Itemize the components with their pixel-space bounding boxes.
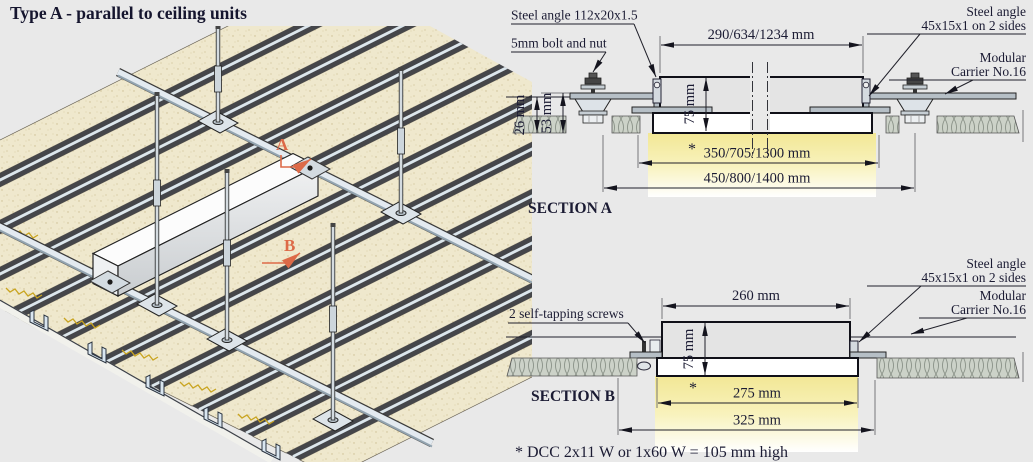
section-b-caption: SECTION B — [531, 388, 615, 405]
nut — [582, 114, 604, 124]
section-a-view: 290/634/1234 mm 75 mm 26 mm 53 mm * 350/… — [506, 4, 1026, 217]
carrier-rail-lower — [0, 217, 435, 448]
modular-carrier-hat-right — [896, 98, 934, 113]
dim-inner-width-b: 275 mm — [733, 386, 782, 402]
section-a-caption: SECTION A — [528, 200, 613, 217]
bolt-tip — [910, 72, 920, 79]
hanger-rod — [205, 169, 249, 352]
steel-angle-45-clip-left — [652, 78, 662, 104]
steel-angle-112-plate-right — [861, 92, 1017, 100]
ceiling-panel-section — [611, 115, 641, 134]
dim-recess-depth: 53 mm — [539, 92, 555, 133]
luminaire-housing-b — [661, 321, 851, 359]
label-carrier-a-line1: Modular — [980, 50, 1027, 65]
label-steel-angle-45-a-line1: Steel angle — [966, 4, 1026, 19]
modular-carrier-hat-left — [574, 98, 612, 113]
dim-overall-width-a: 450/800/1400 mm — [704, 171, 811, 187]
page-title: Type A - parallel to ceiling units — [10, 3, 247, 23]
dim-opening-width-a: 350/705/1300 mm — [704, 146, 811, 162]
label-bolt-nut: 5mm bolt and nut — [511, 36, 607, 51]
screw-head — [637, 361, 651, 371]
asterisk-a: * — [688, 141, 696, 158]
bolt-head — [906, 77, 924, 85]
label-carrier-b-line2: Carrier No.16 — [951, 302, 1026, 317]
break-gap — [750, 66, 770, 132]
light-glow-b — [655, 376, 858, 452]
section-marker-a: A — [276, 135, 312, 174]
light-glow-a — [648, 133, 876, 197]
label-steel-angle-45-a-line2: 45x15x1 on 2 sides — [921, 18, 1026, 33]
section-b-view: 260 mm 75 mm * 275 mm 325 mm 2 self-tapp… — [506, 256, 1026, 452]
dim-top-width-a: 290/634/1234 mm — [708, 27, 815, 43]
section-marker-a-label: A — [276, 135, 289, 154]
label-steel-angle-112: Steel angle 112x20x1.5 — [511, 8, 638, 23]
hanger-rods — [135, 26, 423, 432]
insulation-zigzags — [1, 227, 275, 425]
c-profile-ends — [29, 309, 281, 461]
label-steel-angle-45-b-line1: Steel angle — [966, 256, 1026, 271]
asterisk-b: * — [689, 380, 697, 397]
label-steel-angle-45-b-line2: 45x15x1 on 2 sides — [921, 270, 1026, 285]
ceiling-panel-section — [885, 115, 900, 134]
section-marker-b: B — [262, 236, 301, 269]
bolt-head — [584, 77, 602, 85]
angle-lip-right-b — [849, 351, 887, 359]
ceiling-panel-section — [936, 115, 1020, 134]
label-carrier-b-line1: Modular — [980, 288, 1027, 303]
leader-line — [633, 23, 657, 78]
leader-line — [868, 33, 921, 97]
bolt-washer — [580, 84, 606, 90]
connection-plate — [88, 270, 132, 294]
hanger-rod — [311, 223, 355, 432]
section-marker-b-label: B — [284, 236, 295, 255]
leader-line — [592, 51, 607, 73]
leader-line — [858, 285, 922, 343]
label-carrier-a-line2: Carrier No.16 — [951, 64, 1026, 79]
carrier-rail-upper — [115, 67, 532, 284]
dim-panel-thickness: 26 mm — [512, 94, 528, 135]
ceiling-panel-section — [876, 357, 1020, 379]
dim-outer-width-b: 325 mm — [733, 413, 782, 429]
hanger-rod — [196, 26, 240, 134]
footnote-dcc: * DCC 2x11 W or 1x60 W = 105 mm high — [515, 444, 788, 461]
hanger-rod — [135, 92, 179, 317]
label-self-tapping-screws: 2 self-tapping screws — [509, 306, 624, 321]
nut — [904, 114, 926, 124]
clip-bolt — [653, 81, 661, 89]
ceiling-panel-section — [506, 357, 638, 377]
steel-angle-112-plate — [569, 92, 659, 100]
washer — [900, 110, 930, 116]
leader-line — [944, 79, 974, 95]
bolt-tip — [588, 72, 598, 79]
dim-height-b: 75 mm — [681, 328, 697, 369]
self-tapping-screw — [642, 341, 646, 356]
angle-lip-left-b — [629, 351, 663, 359]
bolt-shaft — [591, 89, 595, 93]
leader-line — [910, 317, 968, 335]
dim-top-width-b: 260 mm — [732, 288, 781, 304]
hanger-rod — [379, 67, 423, 225]
washer — [578, 110, 608, 116]
clip-bolt — [862, 81, 870, 89]
dim-height-a: 75 mm — [682, 83, 698, 124]
leader-line — [627, 322, 646, 344]
bolt-washer — [902, 84, 928, 90]
bolt-shaft — [913, 89, 917, 93]
